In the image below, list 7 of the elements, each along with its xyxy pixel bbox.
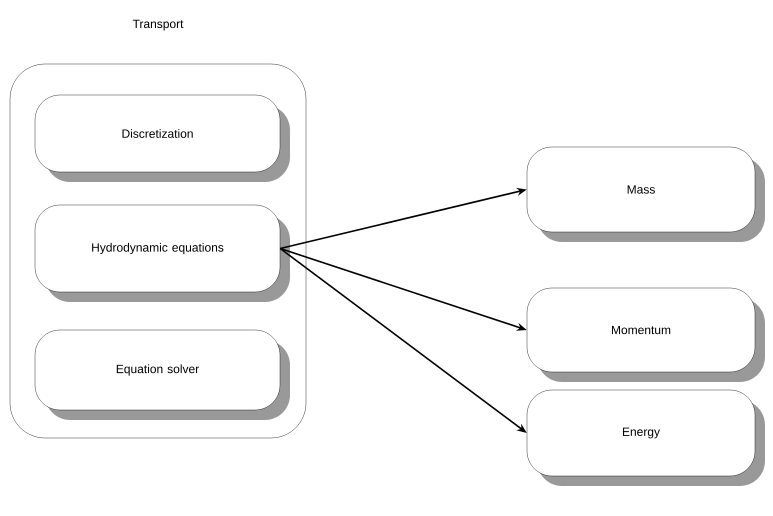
process-box: Mass [526,146,765,242]
process-box: Hydrodynamic equations [34,204,290,302]
process-box: Discretization [34,94,290,182]
container-heading: Transport [132,20,184,30]
process-box: Momentum [526,288,765,382]
process-box: Energy [526,390,765,486]
process-box: Equation solver [34,330,290,420]
